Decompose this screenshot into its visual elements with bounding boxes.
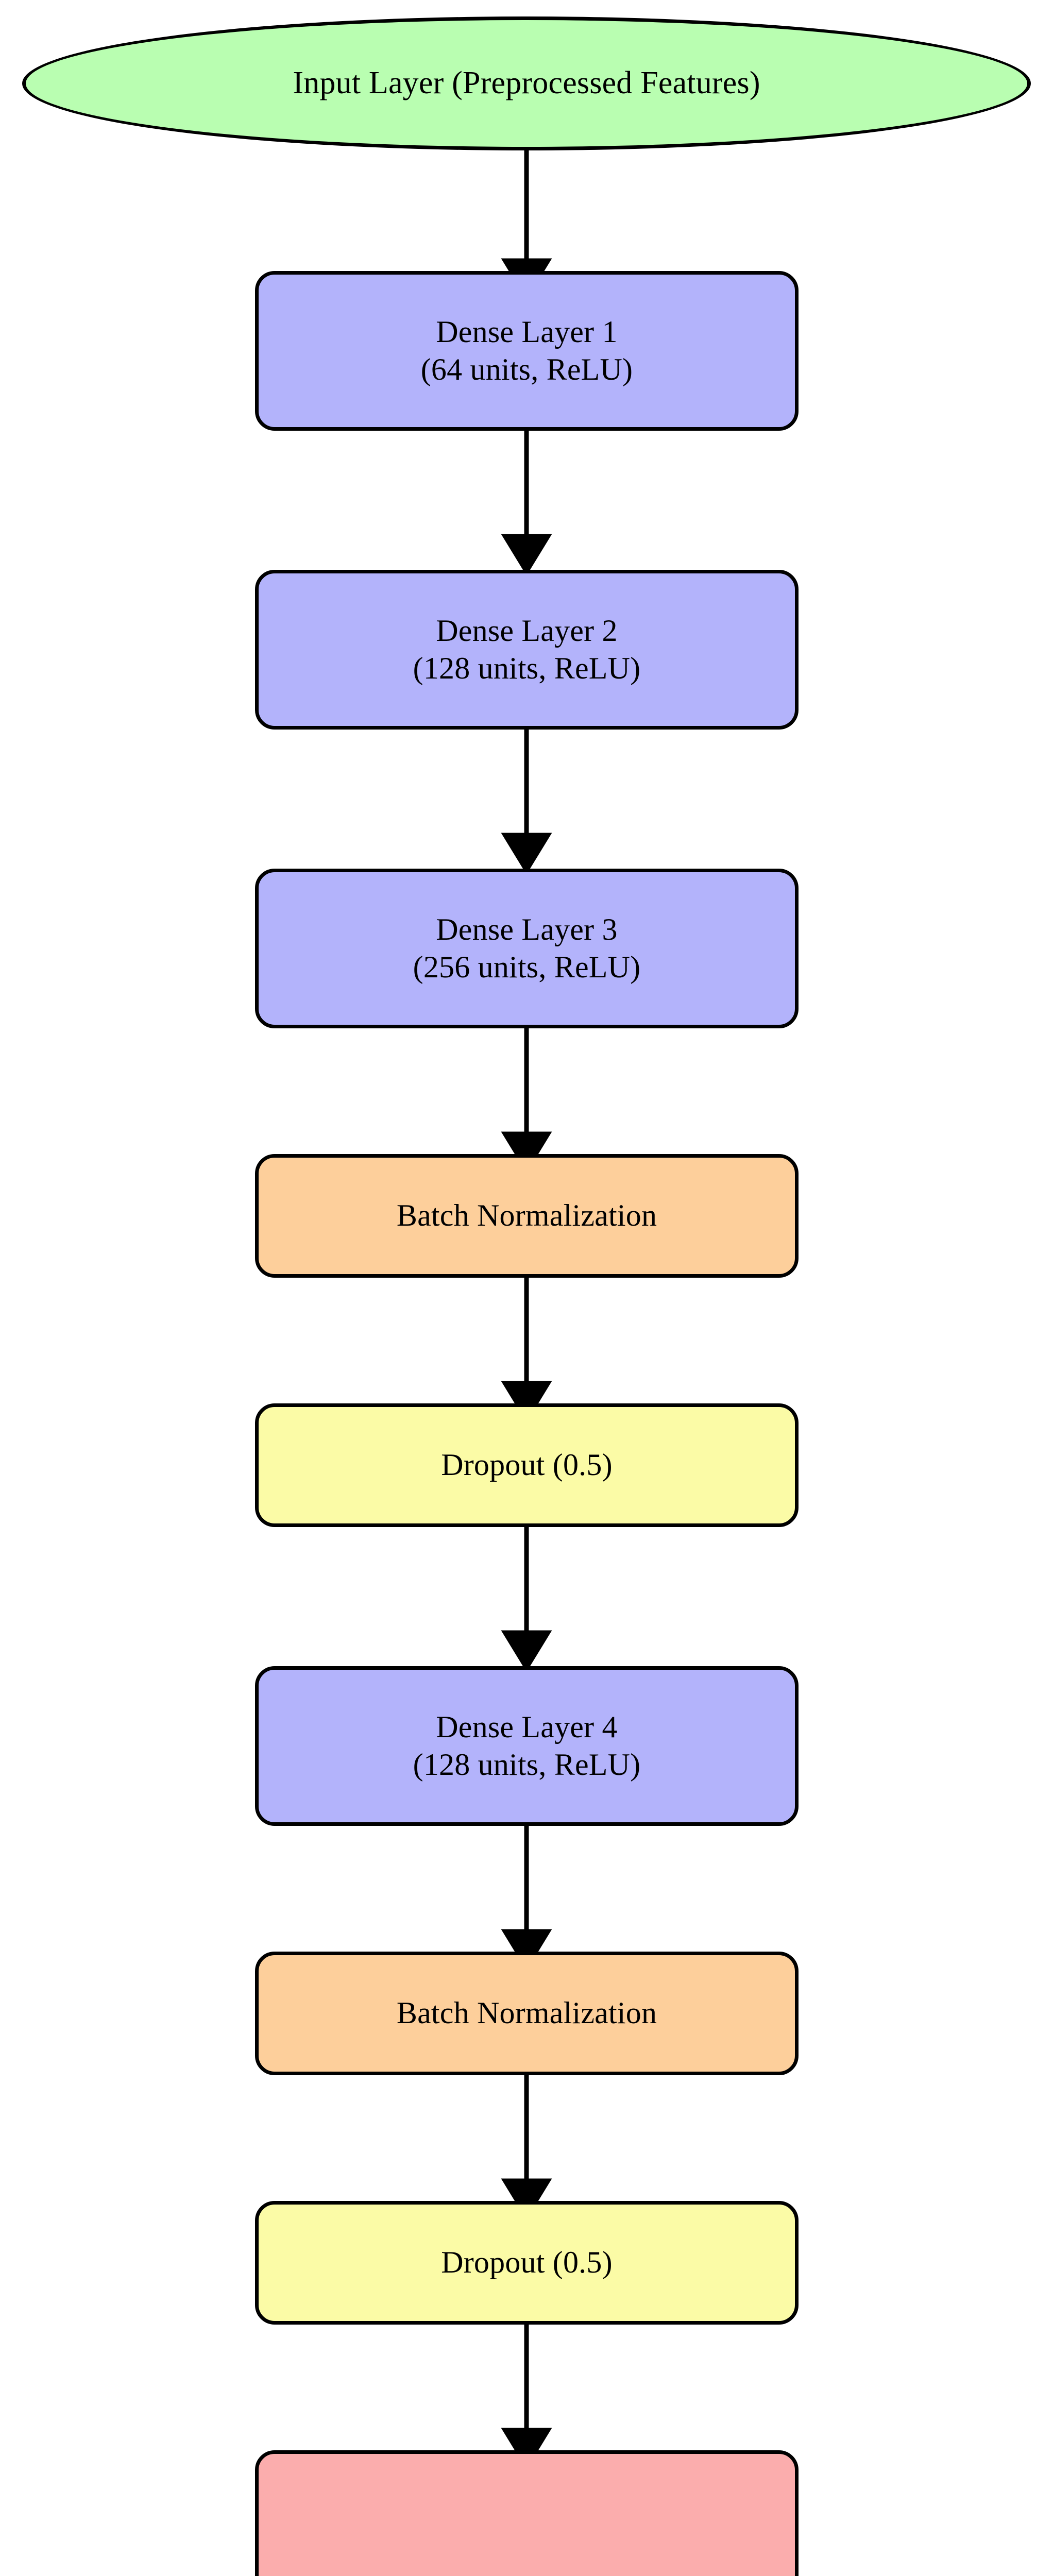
node-dense-layer-2[interactable]: Dense Layer 2 (128 units, ReLU)	[255, 570, 799, 730]
node-input-layer-label: Input Layer (Preprocessed Features)	[293, 65, 760, 101]
node-batch-normalization-1[interactable]: Batch Normalization	[255, 1154, 799, 1278]
node-dropout-2-label: Dropout (0.5)	[441, 2245, 613, 2280]
node-dense-layer-1[interactable]: Dense Layer 1 (64 units, ReLU)	[255, 271, 799, 431]
node-dense-layer-4-label: Dense Layer 4 (128 units, ReLU)	[413, 1709, 641, 1782]
node-batch-normalization-1-label: Batch Normalization	[396, 1198, 657, 1233]
node-output-layer[interactable]: Output Layer (Softmax)	[255, 2450, 799, 2576]
node-dense-layer-3[interactable]: Dense Layer 3 (256 units, ReLU)	[255, 869, 799, 1028]
node-batch-normalization-2-label: Batch Normalization	[396, 1996, 657, 2030]
node-input-layer[interactable]: Input Layer (Preprocessed Features)	[22, 16, 1031, 150]
node-dense-layer-3-label: Dense Layer 3 (256 units, ReLU)	[413, 912, 641, 984]
node-dropout-1[interactable]: Dropout (0.5)	[255, 1403, 799, 1527]
node-dense-layer-1-label: Dense Layer 1 (64 units, ReLU)	[420, 314, 633, 386]
node-batch-normalization-2[interactable]: Batch Normalization	[255, 1952, 799, 2075]
node-dropout-2[interactable]: Dropout (0.5)	[255, 2201, 799, 2325]
node-dense-layer-2-label: Dense Layer 2 (128 units, ReLU)	[413, 613, 641, 685]
node-dense-layer-4[interactable]: Dense Layer 4 (128 units, ReLU)	[255, 1666, 799, 1826]
node-dropout-1-label: Dropout (0.5)	[441, 1448, 613, 1482]
